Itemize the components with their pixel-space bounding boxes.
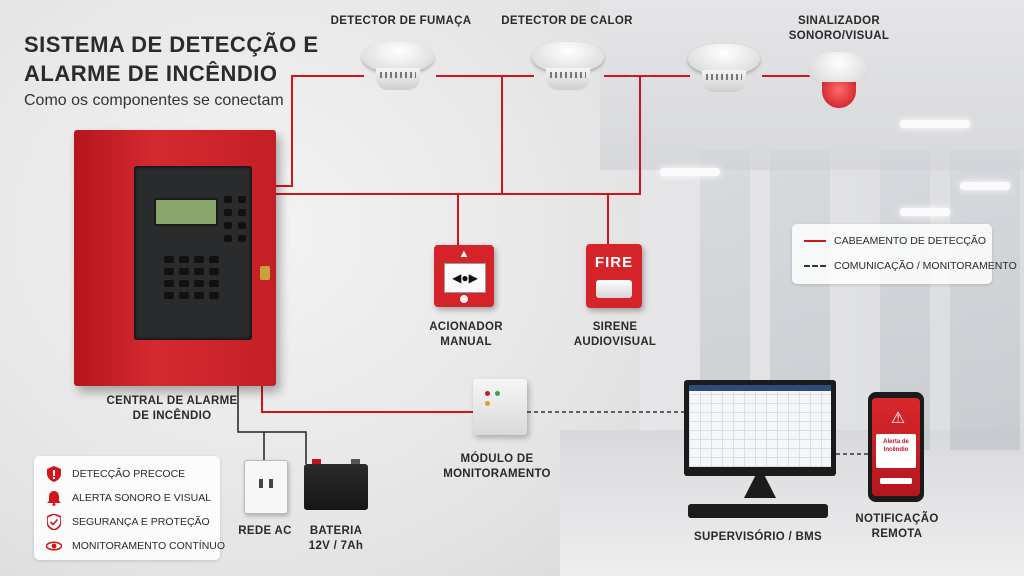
audiovisual-sounder: FIRE [586,244,642,308]
features-list: DETECÇÃO PRECOCE ALERTA SONORO E VISUAL … [34,456,225,560]
panel-lcd-display [154,198,218,226]
ceiling-background [600,0,1024,170]
detection-cable [276,75,364,187]
label-remote-notification: NOTIFICAÇÃO REMOTA [855,513,939,540]
ac-outlet [244,460,288,514]
dashed-line-swatch [804,265,826,267]
bms-monitor [684,380,836,476]
smoke-detector [362,42,434,94]
floorplan-screen [689,385,831,467]
solid-line-swatch [804,240,826,242]
sounder-beacon [808,52,870,116]
label-manual-call-point: ACIONADOR MANUAL [429,321,503,348]
ceiling-lamp [660,168,720,176]
smartphone: ⚠ Alerta de Incêndio [868,392,924,502]
shield-check-icon [46,514,62,530]
eye-icon [46,538,62,554]
window-pane [950,150,1020,450]
power-cable [237,386,265,460]
phone-alert-card: Alerta de Incêndio [876,434,916,468]
legend-label: CABEAMENTO DE DETECÇÃO [834,235,987,247]
page-subtitle: Como os componentes se conectam [24,92,284,109]
panel-faceplate [134,166,252,340]
feature-item: DETECÇÃO PRECOCE [46,466,185,482]
flame-icon: ▲ [458,248,470,260]
legend-label: COMUNICAÇÃO / MONITORAMENTO [834,260,1017,272]
fire-alarm-panel [74,130,276,386]
monitoring-module [473,379,527,435]
legend-item: CABEAMENTO DE DETECÇÃO [804,235,986,247]
heat-detector [532,42,604,94]
battery [304,459,368,510]
warning-icon: ⚠ [890,410,906,427]
push-arrows-icon: ◀●▶ [444,263,486,293]
ceiling-lamp [900,208,950,216]
panel-function-keys [224,196,246,242]
label-battery: BATERIA 12V / 7Ah [308,525,364,552]
key-icon [260,266,270,280]
feature-label: ALERTA SONORO E VISUAL [72,492,212,504]
detection-cable [261,386,474,413]
legend-item: COMUNICAÇÃO / MONITORAMENTO [804,260,1017,272]
panel-keypad [164,256,219,299]
feature-item: ALERTA SONORO E VISUAL [46,490,211,506]
feature-label: MONITORAMENTO CONTÍNUO [72,540,226,552]
power-cable [264,431,307,464]
ceiling-lamp [900,120,970,128]
label-panel: CENTRAL DE ALARME DE INCÊNDIO [106,395,238,422]
label-heat-detector: DETECTOR DE CALOR [501,15,633,27]
feature-label: DETECÇÃO PRECOCE [72,468,186,480]
strobe-light [596,280,632,298]
detection-cable [276,76,641,195]
page-title: SISTEMA DE DETECÇÃO E ALARME DE INCÊNDIO [24,32,319,86]
shield-icon [46,466,62,482]
label-mains: REDE AC [238,525,292,537]
feature-label: SEGURANÇA E PROTEÇÃO [72,516,210,528]
label-sounder: SIRENE AUDIOVISUAL [573,321,657,348]
additional-detector [688,44,760,96]
sounder-fire-text: FIRE [594,254,634,271]
feature-item: MONITORAMENTO CONTÍNUO [46,538,225,554]
manual-call-point: ▲ ◀●▶ [434,245,494,307]
keyboard [688,504,828,518]
label-bms: SUPERVISÓRIO / BMS [694,531,822,543]
feature-item: SEGURANÇA E PROTEÇÃO [46,514,210,530]
label-beacon: SINALIZADOR SONORO/VISUAL [788,15,890,42]
cable-legend: CABEAMENTO DE DETECÇÃO COMUNICAÇÃO / MON… [792,224,1017,284]
label-smoke-detector: DETECTOR DE FUMAÇA [330,15,472,27]
ceiling-lamp [960,182,1010,190]
bell-icon [46,490,62,506]
label-monitoring-module: MÓDULO DE MONITORAMENTO [443,453,551,480]
phone-action-button [880,478,912,484]
